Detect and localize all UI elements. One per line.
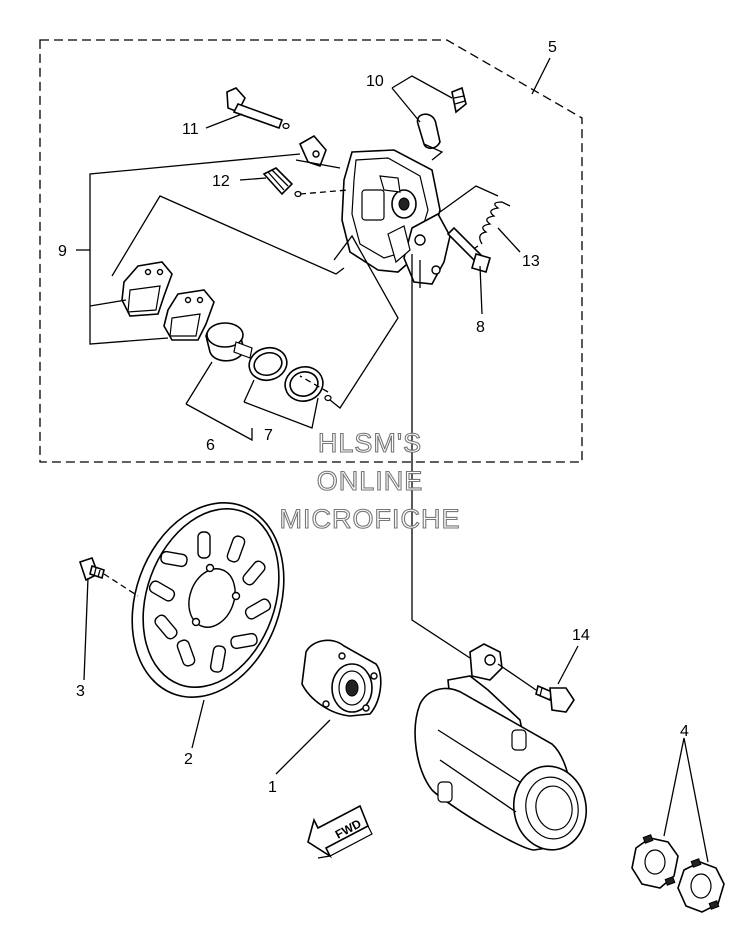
forward-direction-arrow: FWD: [307, 804, 373, 859]
callout-7: 7: [264, 427, 273, 444]
part-9-brake-pads: [121, 261, 215, 341]
retaining-clip: [298, 134, 327, 168]
callout-2: 2: [184, 751, 193, 768]
watermark-line-3: MICROFICHE: [280, 504, 461, 534]
part-13-spring: [471, 201, 511, 251]
leader-lines: [76, 57, 709, 863]
callout-14: 14: [572, 627, 590, 644]
axle-housing: [414, 643, 587, 851]
callout-labels: 5 10 11 12 9 13 8 7 6 14 3 4 2 1: [58, 39, 689, 796]
callout-9: 9: [58, 243, 67, 260]
part-2-brake-disc: [131, 502, 285, 698]
caliper-body: [341, 149, 451, 285]
watermark-line-1: HLSM'S: [318, 428, 422, 458]
watermark: HLSM'S ONLINE MICROFICHE: [279, 427, 461, 534]
callout-6: 6: [206, 437, 215, 454]
part-6-piston: [205, 322, 253, 362]
callout-1: 1: [268, 779, 277, 796]
callout-13: 13: [522, 253, 540, 270]
part-8-bolt: [446, 226, 491, 273]
part-7-seals: [248, 346, 332, 402]
part-11-pin-bolt: [226, 87, 290, 130]
part-12-bleed-screw: [262, 167, 302, 198]
callout-11: 11: [182, 121, 199, 138]
part-14-bolt: [535, 684, 575, 713]
callout-4: 4: [680, 723, 689, 740]
callout-3: 3: [76, 683, 85, 700]
caliper-assembly-boundary: [39, 39, 583, 463]
part-3-disc-bolt: [78, 556, 105, 582]
callout-12: 12: [212, 173, 230, 190]
callout-8: 8: [476, 319, 485, 336]
part-10-bolt-and-clip: [416, 86, 467, 161]
callout-10: 10: [366, 73, 384, 90]
part-1-hub: [301, 639, 382, 717]
part-4-lock-nuts: [631, 834, 725, 913]
callout-5: 5: [548, 39, 557, 56]
watermark-line-2: ONLINE: [317, 466, 424, 496]
